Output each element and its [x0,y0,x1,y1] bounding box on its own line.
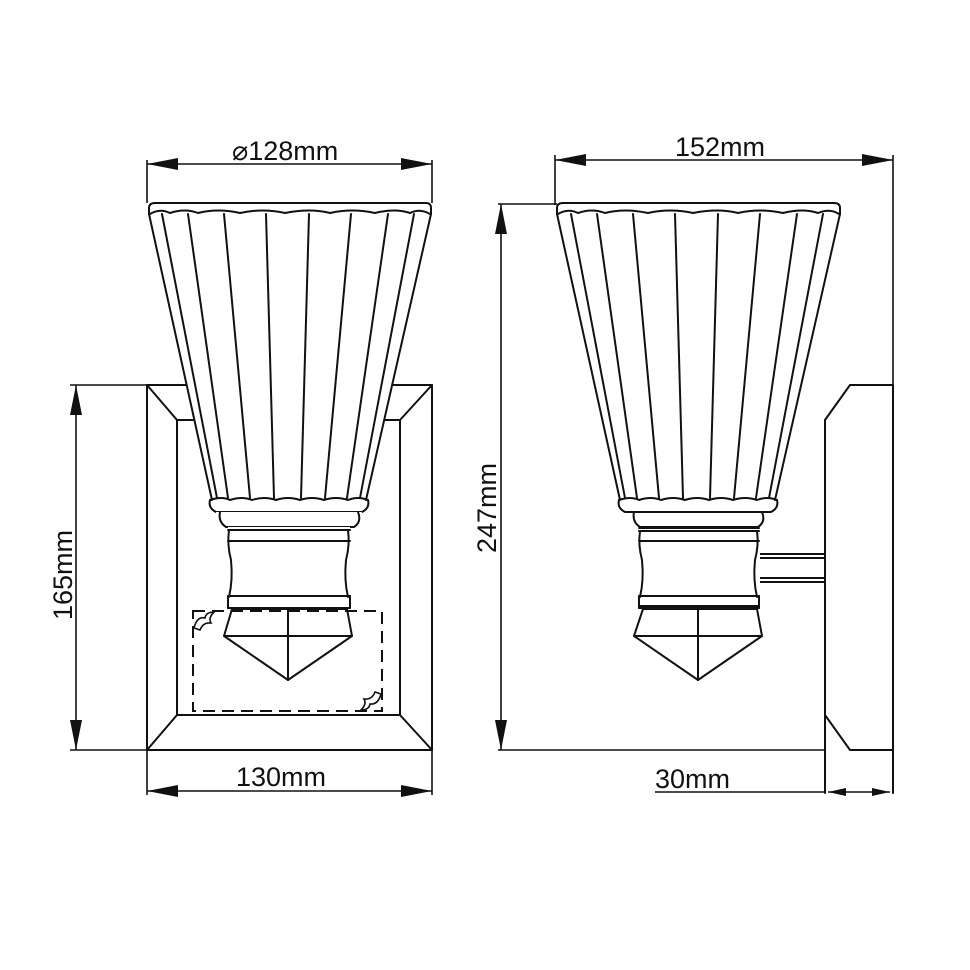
side-backplate [824,384,894,794]
dimension-overall-height: 247mm [472,203,825,751]
dimension-backplate-width: 130mm [146,750,433,797]
dimension-projection: 152mm [554,132,894,385]
front-finial [223,608,353,681]
front-holder [216,511,362,609]
front-mount-outline [192,610,383,712]
dimension-shade-diameter: ⌀128mm [146,136,433,203]
backplate-width-label: 130mm [236,762,326,792]
side-view: 152mm 247mm 30mm [472,132,894,796]
dimension-backplate-height: 165mm [48,384,147,751]
backplate-depth-label: 30mm [655,764,730,794]
dimension-backplate-depth: 30mm [655,764,890,796]
side-holder [632,511,765,609]
side-shade [556,202,841,513]
front-view: ⌀128mm 165mm 130mm [48,136,433,797]
backplate-height-label: 165mm [48,530,78,620]
shade-diameter-label: ⌀128mm [232,136,338,166]
overall-height-label: 247mm [472,463,502,553]
side-arm [751,553,826,583]
projection-label: 152mm [675,132,765,162]
side-finial [633,608,763,681]
front-shade [148,202,432,513]
